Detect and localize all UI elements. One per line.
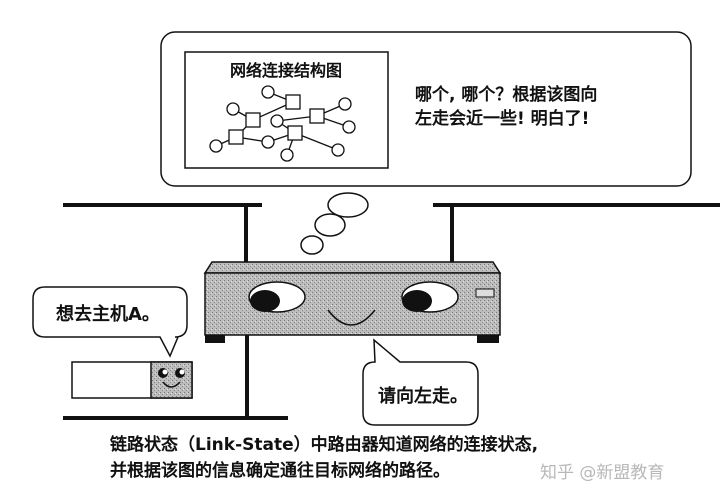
- network-map-graph: [209, 85, 356, 162]
- network-map-title: 网络连接结构图: [230, 61, 343, 80]
- caption-line-2: 并根据该图的信息确定通往目标网络的路径。: [110, 461, 450, 481]
- thought-bubble-dots: [300, 192, 369, 255]
- router-thought-line-2: 左走会近一些! 明白了!: [415, 109, 590, 129]
- host-computer: [71, 361, 193, 399]
- router-speech-text: 请向左走。: [378, 386, 468, 407]
- host-speech-bubble: [32, 286, 188, 358]
- router-speech-bubble: [362, 338, 479, 426]
- network-cables: [63, 203, 720, 420]
- watermark: 知乎 @新盟教育: [540, 463, 665, 483]
- caption-line-1: 链路状态（Link-State）中路由器知道网络的连接状态,: [110, 435, 539, 455]
- router-thought-line-1: 哪个, 哪个？根据该图向: [415, 85, 598, 105]
- host-speech-text: 想去主机A。: [56, 304, 160, 325]
- router: [203, 261, 502, 343]
